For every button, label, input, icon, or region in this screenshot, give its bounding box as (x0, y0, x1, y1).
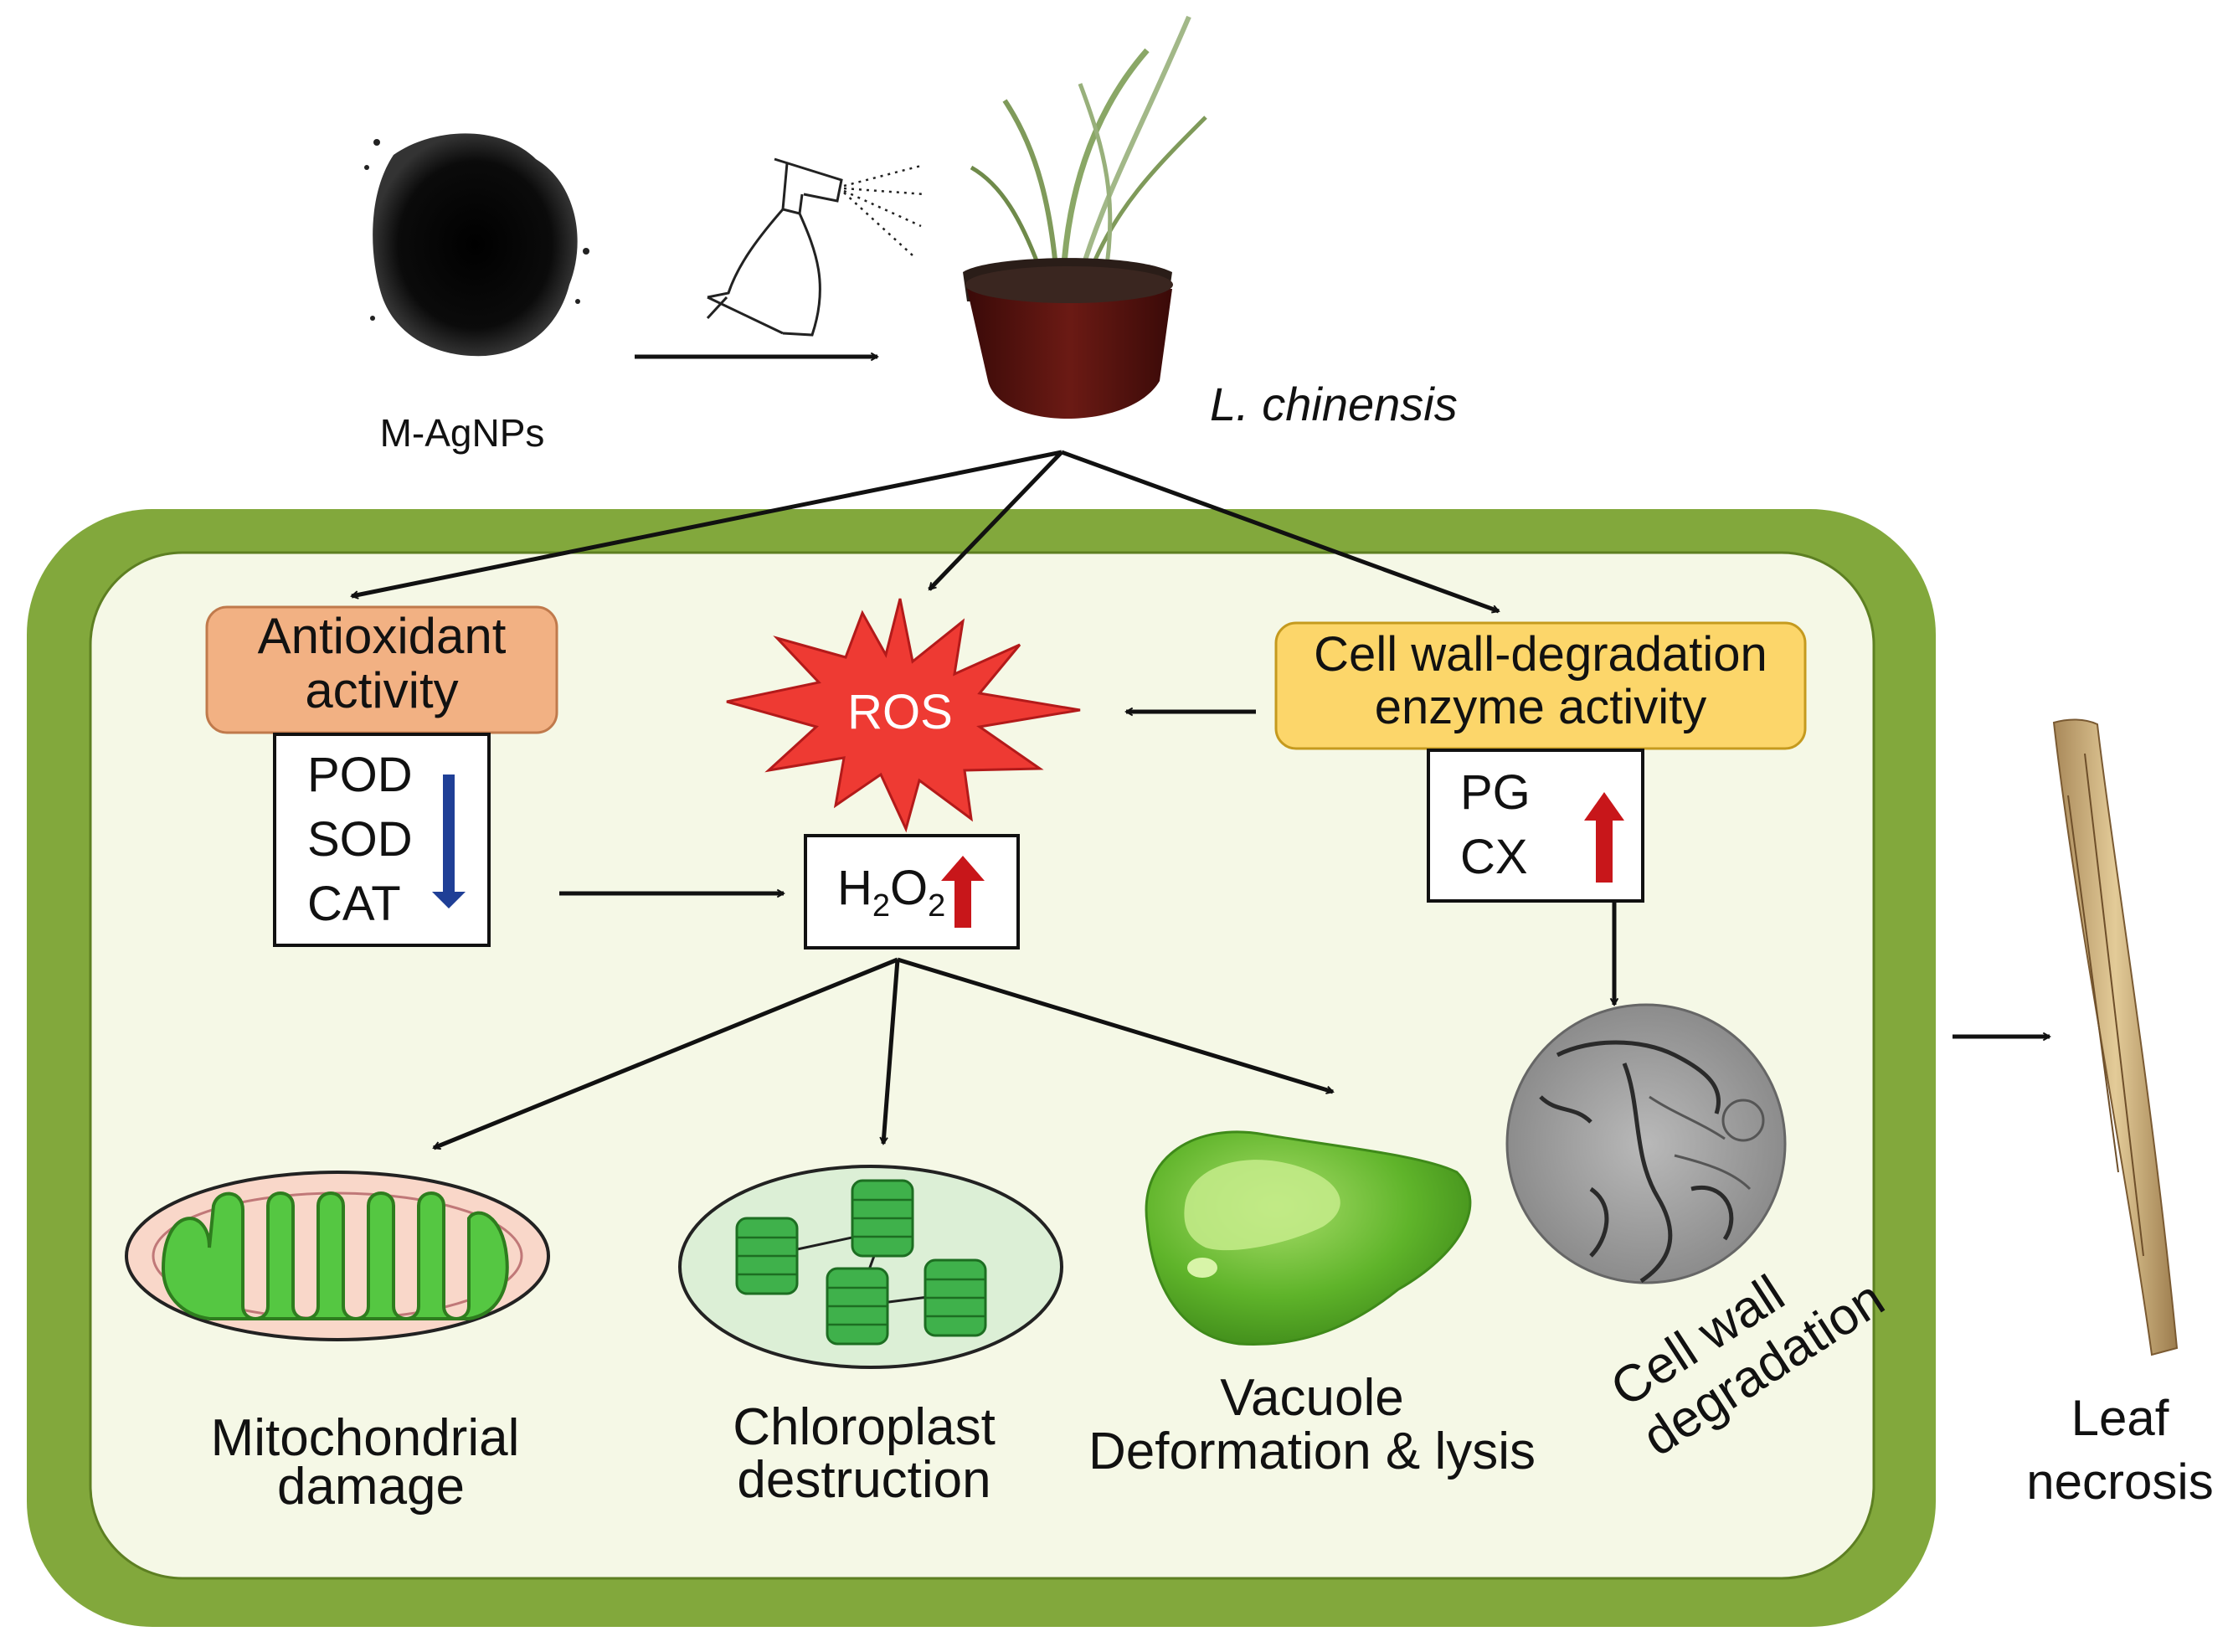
potted-plant-image (963, 15, 1207, 419)
enzyme-cat: CAT (307, 877, 401, 931)
enzyme-sod: SOD (307, 812, 413, 867)
h2o2-box (804, 834, 1020, 950)
necrotic-leaf-image (2052, 718, 2179, 1356)
vacuole-icon (1145, 1130, 1472, 1346)
powder-label: M-AgNPs (380, 411, 545, 455)
cellwall-enzyme-label-line1: Cell wall-degradation (1314, 627, 1767, 682)
decrease-arrow-icon (432, 775, 466, 908)
necrosis-label-line2: necrosis (2026, 1454, 2213, 1510)
increase-arrow-icon (941, 856, 985, 928)
necrosis-label-line1: Leaf (2071, 1390, 2169, 1446)
enzyme-cx: CX (1460, 830, 1528, 884)
ros-burst-icon (726, 598, 1081, 833)
vacuole-label-line1: Vacuole (1220, 1369, 1403, 1427)
mito-label-line1: Mitochondrial (211, 1409, 520, 1467)
enzyme-pg: PG (1460, 765, 1531, 820)
ros-label: ROS (847, 685, 953, 739)
increase-arrow-icon (1584, 792, 1624, 883)
powder-image (364, 133, 589, 357)
antioxidant-label-line1: Antioxidant (258, 608, 507, 664)
h2o2-label: H2O2 (837, 861, 945, 924)
h2o2-branch-arrows (432, 957, 1335, 1150)
vacuole-label-line2: Deformation & lysis (1088, 1423, 1536, 1480)
mito-label-line2: damage (277, 1458, 465, 1516)
chloro-label-line1: Chloroplast (733, 1398, 996, 1456)
plant-label: L. chinensis (1210, 378, 1458, 430)
plant-branch-arrows (350, 450, 1500, 614)
cell-wall-micrograph (1505, 1003, 1787, 1284)
chloroplast-icon (678, 1165, 1063, 1369)
antioxidant-label-line2: activity (305, 662, 458, 718)
mitochondrion-icon (125, 1171, 550, 1341)
spray-bottle-icon (706, 157, 926, 337)
enzyme-pod: POD (307, 748, 413, 802)
chloro-label-line2: destruction (737, 1451, 990, 1509)
cellwall-enzyme-label-line2: enzyme activity (1375, 680, 1706, 734)
